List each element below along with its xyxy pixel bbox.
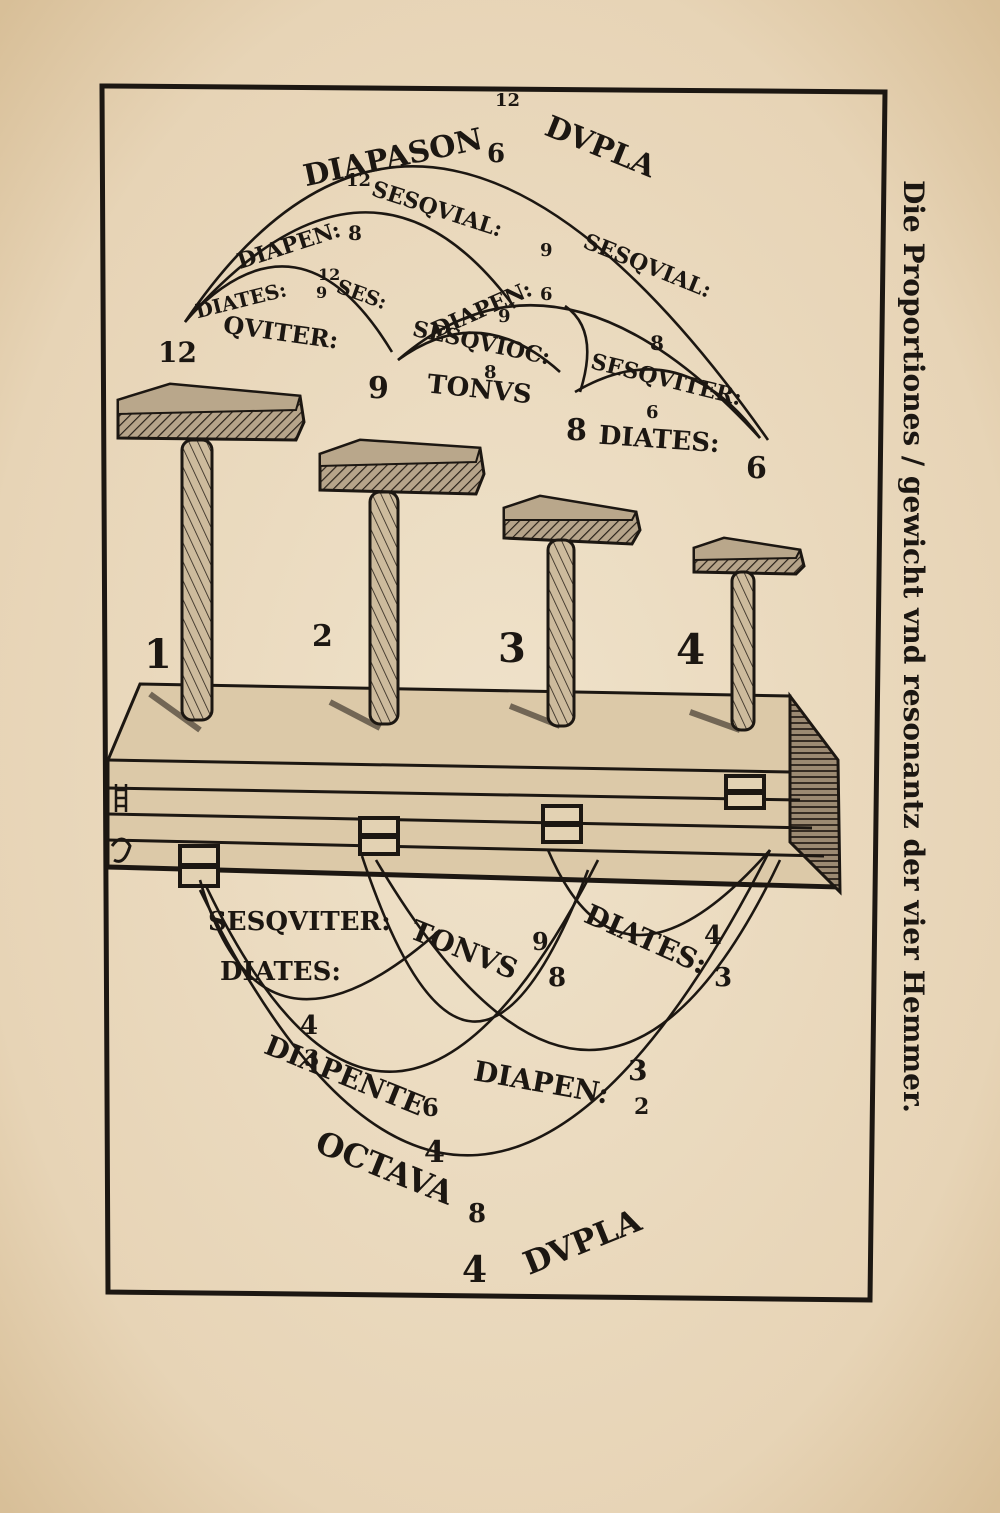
upper-s2-8: 8 [484, 362, 497, 383]
clef-mark [114, 784, 128, 812]
hammer-1 [116, 382, 306, 722]
lower-a3: 3 [304, 1046, 319, 1072]
arc-diatessaron-left [187, 265, 394, 353]
lower-o8: 8 [468, 1199, 486, 1229]
staff-notes [178, 774, 766, 888]
label-sesquiter-lower: SESQVITER: [208, 907, 391, 937]
lower-f3: 3 [628, 1054, 647, 1087]
hammer-1-number: 1 [144, 631, 172, 678]
lower-b3: 3 [714, 963, 732, 993]
lower-o4: 4 [462, 1249, 487, 1291]
lower-f2: 2 [634, 1094, 649, 1120]
hammer-2-number: 2 [312, 619, 333, 654]
upper-n9: 9 [368, 371, 389, 406]
hammer-3-handle [546, 538, 576, 728]
arc-diapason [183, 165, 770, 441]
upper-p2-9: 9 [540, 240, 553, 261]
arc-diatessaron-lower [198, 879, 441, 1001]
hammer-4-handle [730, 570, 756, 732]
hammer-4 [692, 536, 806, 732]
upper-d6: 6 [487, 139, 505, 169]
upper-t1-9: 9 [316, 283, 327, 302]
hammer-3 [502, 494, 642, 728]
lower-e6: 6 [422, 1093, 439, 1122]
lower-e4: 4 [424, 1135, 445, 1170]
hammer-2 [318, 438, 486, 726]
arc-diapente-left [184, 211, 517, 323]
label-diates-lower-a: DIATES: [220, 957, 341, 987]
arc-diapente-right-lower [374, 859, 782, 1052]
arc-octava [198, 849, 772, 1157]
hammer-1-handle [180, 438, 214, 722]
upper-n12: 12 [158, 336, 197, 369]
lower-b4: 4 [704, 921, 722, 951]
board-side [788, 691, 842, 896]
arc-tonus-lower [360, 855, 590, 1023]
lower-arcs [198, 849, 782, 1157]
upper-d12: 12 [495, 90, 520, 111]
arc-diatessaron-right [546, 849, 771, 937]
woodcut-frame [99, 83, 888, 1303]
hammer-3-number: 3 [498, 625, 526, 672]
upper-p2-6: 6 [540, 284, 553, 305]
upper-t1-12: 12 [318, 265, 340, 284]
arc-link [564, 304, 589, 393]
arc-diapente-lower [204, 859, 600, 1074]
arc-tonus-upper [397, 331, 561, 373]
upper-s2-9: 9 [498, 306, 511, 327]
bass-clef-icon [110, 837, 132, 863]
arc-sesquitertia-upper [574, 368, 762, 439]
anvil-board [106, 682, 842, 896]
upper-p1-8: 8 [348, 221, 362, 245]
upper-arcs [183, 165, 770, 441]
upper-n6: 6 [746, 451, 767, 486]
upper-s3-6: 6 [646, 402, 659, 423]
lower-t9: 9 [532, 927, 549, 956]
hammer-2-handle [368, 490, 400, 726]
board-body [106, 682, 840, 890]
lower-a4: 4 [300, 1011, 318, 1041]
lower-t8: 8 [548, 963, 566, 993]
side-running-title: Die Proportiones / gewicht vnd resonantz… [897, 180, 930, 1113]
upper-p1-12: 12 [346, 170, 371, 191]
hammer-4-number: 4 [676, 625, 705, 674]
upper-s3-8: 8 [650, 331, 664, 355]
upper-n8: 8 [566, 413, 587, 448]
